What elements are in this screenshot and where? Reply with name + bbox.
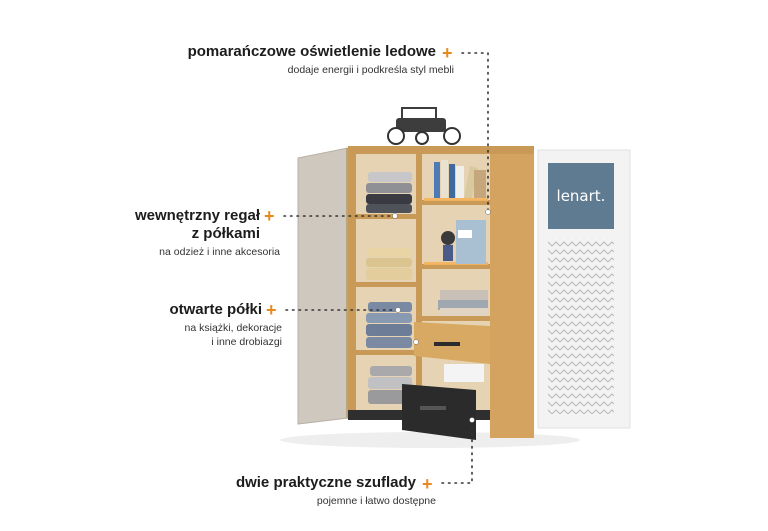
plus-icon: + bbox=[442, 43, 453, 63]
plus-icon: + bbox=[264, 206, 275, 226]
drawers bbox=[402, 322, 490, 440]
feature-subtitle-line1: na książki, dekoracje bbox=[184, 322, 282, 334]
lenart-logo: lenart. bbox=[556, 187, 606, 205]
feature-subtitle: dodaje energii i podkreśla styl mebli bbox=[287, 64, 454, 76]
feature-inner-rack: wewnętrzny regał z półkami na odzież i i… bbox=[134, 207, 280, 259]
feature-title: pomarańczowe oświetlenie ledowe bbox=[187, 43, 436, 60]
plus-icon: + bbox=[422, 474, 433, 494]
floor-shadow bbox=[280, 432, 580, 448]
feature-title-line1: wewnętrzny regał bbox=[134, 207, 260, 224]
car-model-decoration bbox=[387, 107, 461, 145]
leader-lines bbox=[283, 52, 489, 484]
folded-clothes bbox=[366, 172, 412, 404]
feature-title: otwarte półki bbox=[169, 301, 262, 318]
feature-open-shelves: otwarte półki na książki, dekoracje i in… bbox=[169, 301, 282, 349]
shelf-items bbox=[434, 160, 488, 316]
feature-drawers: dwie praktyczne szuflady pojemne i łatwo… bbox=[235, 474, 436, 508]
cabinet-side-panel bbox=[490, 154, 534, 438]
feature-title: dwie praktyczne szuflady bbox=[235, 474, 416, 491]
lenart-logo-box bbox=[548, 163, 614, 229]
brand-board bbox=[537, 149, 631, 429]
feature-subtitle: na odzież i inne akcesoria bbox=[159, 246, 280, 258]
open-door bbox=[297, 147, 349, 425]
chevron-pattern bbox=[548, 238, 614, 414]
feature-title-line2: z półkami bbox=[191, 225, 260, 242]
feature-led-lighting: pomarańczowe oświetlenie ledowe dodaje e… bbox=[187, 43, 454, 77]
plus-icon: + bbox=[266, 300, 277, 320]
storage-box bbox=[456, 220, 486, 264]
pointer-dots bbox=[392, 209, 491, 423]
feature-subtitle-line2: i inne drobiazgi bbox=[211, 336, 282, 348]
feature-subtitle: pojemne i łatwo dostępne bbox=[316, 495, 436, 507]
